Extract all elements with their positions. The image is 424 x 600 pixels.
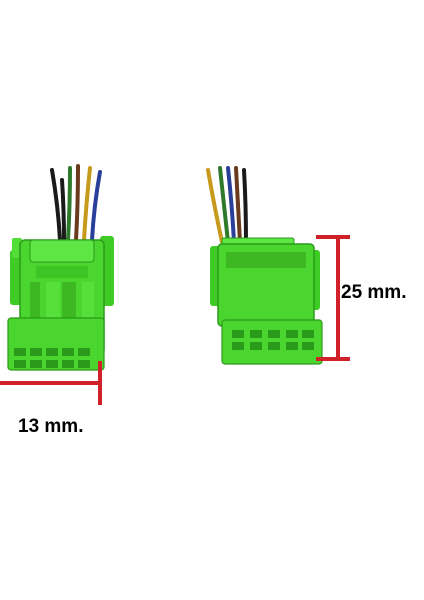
height-dimension-label: 25 mm. xyxy=(341,282,407,303)
right-connector-wires xyxy=(206,166,248,244)
height-dimension xyxy=(316,235,350,361)
left-connector-wires xyxy=(50,164,102,242)
width-dimension xyxy=(0,361,102,405)
right-connector-pins xyxy=(232,330,314,350)
width-dimension-label: 13 mm. xyxy=(18,416,84,437)
right-connector xyxy=(206,166,323,365)
left-connector xyxy=(7,164,114,371)
left-connector-pins xyxy=(14,348,90,368)
